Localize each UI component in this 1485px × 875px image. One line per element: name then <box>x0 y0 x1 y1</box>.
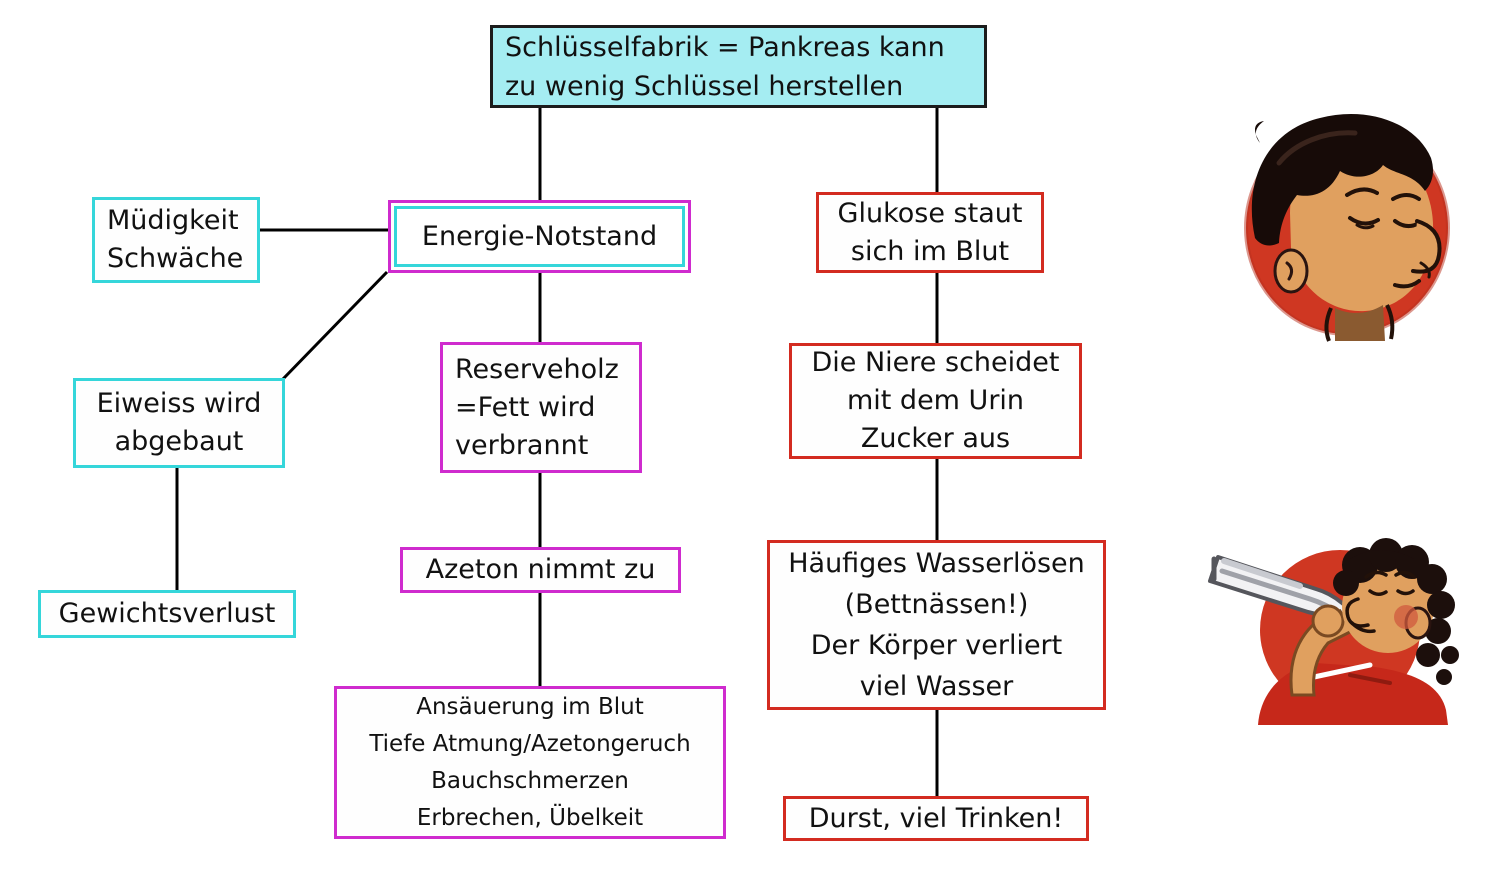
node-text-line: viel Wasser <box>859 671 1014 702</box>
node-durst-trinken: Durst, viel Trinken! <box>783 796 1089 841</box>
node-ansaeuerung-symptome: Ansäuerung im Blut Tiefe Atmung/Azetonge… <box>334 686 726 839</box>
node-azeton-nimmt-zu: Azeton nimmt zu <box>400 547 681 593</box>
node-title-pankreas: Schlüsselfabrik = Pankreas kann zu wenig… <box>490 25 987 108</box>
node-text-line: Häufiges Wasserlösen <box>788 548 1085 579</box>
node-text-line: Der Körper verliert <box>810 630 1063 661</box>
tired-boy-face-cartoon <box>1244 113 1450 342</box>
node-text-line: Die Niere scheidet <box>811 347 1060 378</box>
node-text-line: Azeton nimmt zu <box>425 554 656 585</box>
node-text-line: Zucker aus <box>860 423 1011 454</box>
node-text-line: sich im Blut <box>850 235 1010 267</box>
node-glukose-staut: Glukose staut sich im Blut <box>816 192 1044 273</box>
node-reserveholz-fett: Reserveholz =Fett wird verbrannt <box>440 342 642 473</box>
node-energie-notstand-inner: Energie-Notstand <box>394 206 685 267</box>
node-text-line: Gewichtsverlust <box>58 598 276 629</box>
node-text-line: verbrannt <box>455 429 589 461</box>
node-text-line: Bauchschmerzen <box>431 767 629 794</box>
tired-boy-face-image <box>1235 103 1465 343</box>
node-text-line: Erbrechen, Übelkeit <box>416 804 644 831</box>
node-text-line: abgebaut <box>114 426 244 457</box>
node-haeufiges-wasserloesen: Häufiges Wasserlösen (Bettnässen!) Der K… <box>767 540 1106 710</box>
node-muedigkeit-schwaeche: Müdigkeit Schwäche <box>92 197 260 283</box>
node-text-line: Eiweiss wird <box>96 388 262 419</box>
node-text-line: (Bettnässen!) <box>844 589 1029 620</box>
node-text-line: =Fett wird <box>455 391 596 423</box>
node-text-line: Glukose staut <box>837 197 1023 229</box>
boy-drinking-image <box>1200 515 1485 725</box>
node-text-line: Durst, viel Trinken! <box>808 802 1064 834</box>
node-text-line: Energie-Notstand <box>421 221 658 252</box>
node-text-line: Ansäuerung im Blut <box>416 693 644 720</box>
node-text-line: Müdigkeit <box>107 205 239 236</box>
node-text-line: mit dem Urin <box>846 385 1025 416</box>
node-gewichtsverlust: Gewichtsverlust <box>38 590 296 638</box>
node-eiweiss-abgebaut: Eiweiss wird abgebaut <box>73 378 285 468</box>
node-text-line: Schwäche <box>107 243 244 274</box>
node-niere-zucker: Die Niere scheidet mit dem Urin Zucker a… <box>789 343 1082 459</box>
node-text-line: Schlüsselfabrik = Pankreas kann <box>505 31 945 63</box>
node-text-line: Reserveholz <box>455 353 619 385</box>
node-text-line: Tiefe Atmung/Azetongeruch <box>369 730 691 757</box>
node-energie-notstand: Energie-Notstand <box>388 200 691 273</box>
boy-drinking-from-bottle-cartoon <box>1208 538 1459 725</box>
node-text-line: zu wenig Schlüssel herstellen <box>505 70 904 102</box>
